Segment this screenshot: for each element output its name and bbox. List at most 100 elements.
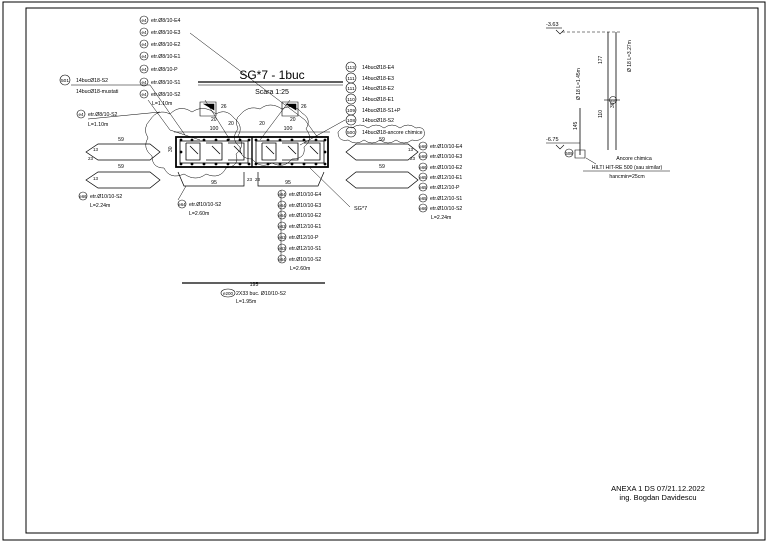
bar-mark bbox=[345, 61, 357, 73]
list-item: e66 etr.Ø10/10-E2 bbox=[418, 162, 462, 172]
revision-cloud-500 bbox=[337, 124, 425, 144]
left-hex-stirrup-top: 59 13 23 bbox=[85, 137, 161, 161]
engineer-name: ing. Bogdan Davidescu bbox=[619, 493, 696, 502]
svg-text:e65: e65 bbox=[420, 175, 428, 180]
svg-text:etr.Ø10/10-E2: etr.Ø10/10-E2 bbox=[430, 165, 462, 171]
bar-mark bbox=[139, 15, 149, 25]
svg-text:e65: e65 bbox=[420, 196, 428, 201]
list-item: e66 etr.Ø10/10-E4 bbox=[418, 141, 462, 151]
svg-text:113: 113 bbox=[347, 65, 355, 71]
list-item: e4 etr.Ø8/10-E2 bbox=[139, 39, 181, 49]
list-item: e4 etr.Ø8/10-E1 bbox=[139, 51, 181, 61]
svg-text:2X33 buc. Ø10/10-S2: 2X33 buc. Ø10/10-S2 bbox=[236, 291, 286, 297]
right-stirrup-list: e66 etr.Ø10/10-E4 e66 etr.Ø10/10-E3 e66 … bbox=[418, 141, 462, 221]
svg-text:111: 111 bbox=[347, 86, 355, 92]
bar-mark bbox=[139, 39, 149, 49]
svg-text:111: 111 bbox=[347, 76, 355, 82]
svg-text:e4: e4 bbox=[141, 30, 147, 35]
right-bar-list: 113 14bucØ18-E4 111 14bucØ18-E3 111 14bu… bbox=[345, 61, 423, 138]
top-stirrup-list: e4 etr.Ø8/10-E4 e4 etr.Ø8/10-E3 e4 etr.Ø… bbox=[139, 15, 181, 107]
svg-text:-3.63: -3.63 bbox=[546, 22, 559, 28]
svg-text:etr.Ø10/10-E4: etr.Ø10/10-E4 bbox=[430, 144, 462, 150]
bar-mark bbox=[78, 191, 88, 201]
svg-text:510: 510 bbox=[610, 99, 616, 103]
svg-text:14bucØ18-E4: 14bucØ18-E4 bbox=[362, 65, 394, 71]
list-item: e66 etr.Ø10/10-E3 bbox=[418, 151, 462, 161]
list-item: e4 etr.Ø8/10-P bbox=[139, 64, 178, 74]
svg-text:14bucØ18-ancore chimice: 14bucØ18-ancore chimice bbox=[362, 130, 423, 136]
svg-text:23: 23 bbox=[88, 156, 94, 161]
list-item: e66 etr.Ø10/10-S2 bbox=[418, 203, 462, 213]
svg-text:23: 23 bbox=[255, 177, 261, 182]
svg-text:e4: e4 bbox=[141, 92, 147, 97]
list-item: e63 etr.Ø12/10-S1 bbox=[277, 243, 321, 253]
svg-text:100: 100 bbox=[210, 126, 219, 132]
list-item: e64 etr.Ø10/10-E3 bbox=[277, 200, 321, 210]
bar-mark bbox=[418, 193, 428, 203]
list-item: e64 etr.Ø10/10-E2 bbox=[277, 210, 321, 220]
list-item: 500 14bucØ18-ancore chimice bbox=[345, 126, 423, 138]
svg-text:13: 13 bbox=[93, 176, 99, 181]
svg-text:e4: e4 bbox=[141, 54, 147, 59]
list-item: e65 etr.Ø12/10-P bbox=[418, 182, 460, 192]
svg-text:etr.Ø10/10-S2: etr.Ø10/10-S2 bbox=[189, 202, 221, 208]
bar-mark bbox=[139, 64, 149, 74]
revision-cloud-left bbox=[145, 108, 242, 179]
bar-mark bbox=[177, 199, 187, 209]
svg-text:e4: e4 bbox=[141, 18, 147, 23]
list-item: e65 etr.Ø12/10-S1 bbox=[418, 193, 462, 203]
svg-text:59: 59 bbox=[118, 164, 124, 170]
svg-text:110: 110 bbox=[347, 97, 355, 103]
svg-text:etr.Ø10/10-E2: etr.Ø10/10-E2 bbox=[289, 213, 321, 219]
svg-text:26: 26 bbox=[221, 104, 227, 110]
left-callout-501: 501 14bucØ18-S2 14bucØ18-mustati bbox=[59, 74, 186, 136]
svg-text:etr.Ø8/10-S2: etr.Ø8/10-S2 bbox=[151, 92, 181, 98]
svg-text:14bucØ18-E2: 14bucØ18-E2 bbox=[362, 86, 394, 92]
svg-text:Ø 18 L=3.27m: Ø 18 L=3.27m bbox=[627, 40, 633, 72]
left-callout-e4: e4 etr.Ø8/10-S2 L=1.10m bbox=[76, 109, 161, 128]
bar-mark bbox=[277, 210, 287, 220]
list-item: 109 14bucØ18-S1+P bbox=[345, 104, 401, 116]
svg-text:195: 195 bbox=[250, 282, 259, 288]
svg-text:14bucØ18-S2: 14bucØ18-S2 bbox=[362, 118, 394, 124]
svg-text:145: 145 bbox=[573, 121, 579, 130]
leader-lines bbox=[147, 32, 346, 146]
drawing-title: SG*7 - 1buc bbox=[239, 68, 304, 82]
list-item: e63 etr.Ø12/10-E1 bbox=[277, 221, 321, 231]
bar-mark bbox=[418, 172, 428, 182]
svg-text:Ancore chimica: Ancore chimica bbox=[616, 156, 652, 162]
bar-mark bbox=[345, 82, 357, 94]
svg-text:501: 501 bbox=[61, 78, 69, 84]
svg-text:e64: e64 bbox=[279, 192, 287, 197]
svg-text:20: 20 bbox=[290, 117, 296, 123]
list-item: e64 etr.Ø10/10-S2 bbox=[277, 254, 321, 264]
svg-text:e64: e64 bbox=[279, 203, 287, 208]
revision-cloud-right bbox=[234, 104, 310, 166]
svg-text:etr.Ø10/10-E3: etr.Ø10/10-E3 bbox=[430, 154, 462, 160]
inner-frame bbox=[25, 7, 759, 534]
bar-mark bbox=[277, 232, 287, 242]
bar-mark bbox=[139, 77, 149, 87]
bar-mark bbox=[345, 114, 357, 126]
list-item: e63 etr.Ø12/10-P bbox=[277, 232, 319, 242]
svg-text:L=1.10m: L=1.10m bbox=[88, 122, 108, 128]
svg-text:59: 59 bbox=[118, 137, 124, 143]
anchor-detail: -3.63 177 Ø 18 L=3.27m 110 36 -6.75 145 … bbox=[546, 22, 670, 180]
list-item: 113 14bucØ18-E4 bbox=[345, 61, 394, 73]
svg-text:e64: e64 bbox=[279, 213, 287, 218]
bottom-stirrup-list: e64 etr.Ø10/10-E4 e64 etr.Ø10/10-E3 e64 … bbox=[277, 189, 321, 272]
svg-text:etr.Ø10/10-S2: etr.Ø10/10-S2 bbox=[90, 194, 122, 200]
left-bottom-stirrup-callout: e64 etr.Ø10/10-S2 L=2.60m bbox=[177, 185, 221, 217]
bar-mark bbox=[418, 141, 428, 151]
annex-label: ANEXA 1 DS 07/21.12.2022 bbox=[611, 484, 705, 493]
svg-text:e4: e4 bbox=[141, 42, 147, 47]
svg-text:hancmin=25cm: hancmin=25cm bbox=[609, 174, 644, 180]
svg-text:20: 20 bbox=[228, 121, 234, 127]
svg-text:13: 13 bbox=[408, 147, 414, 152]
svg-text:etr.Ø12/10-S1: etr.Ø12/10-S1 bbox=[289, 246, 321, 252]
svg-text:95: 95 bbox=[285, 180, 291, 186]
svg-text:26: 26 bbox=[301, 104, 307, 110]
list-item: e65 etr.Ø12/10-E1 bbox=[418, 172, 462, 182]
beam-section: 100 100 20 20 bbox=[168, 121, 367, 212]
